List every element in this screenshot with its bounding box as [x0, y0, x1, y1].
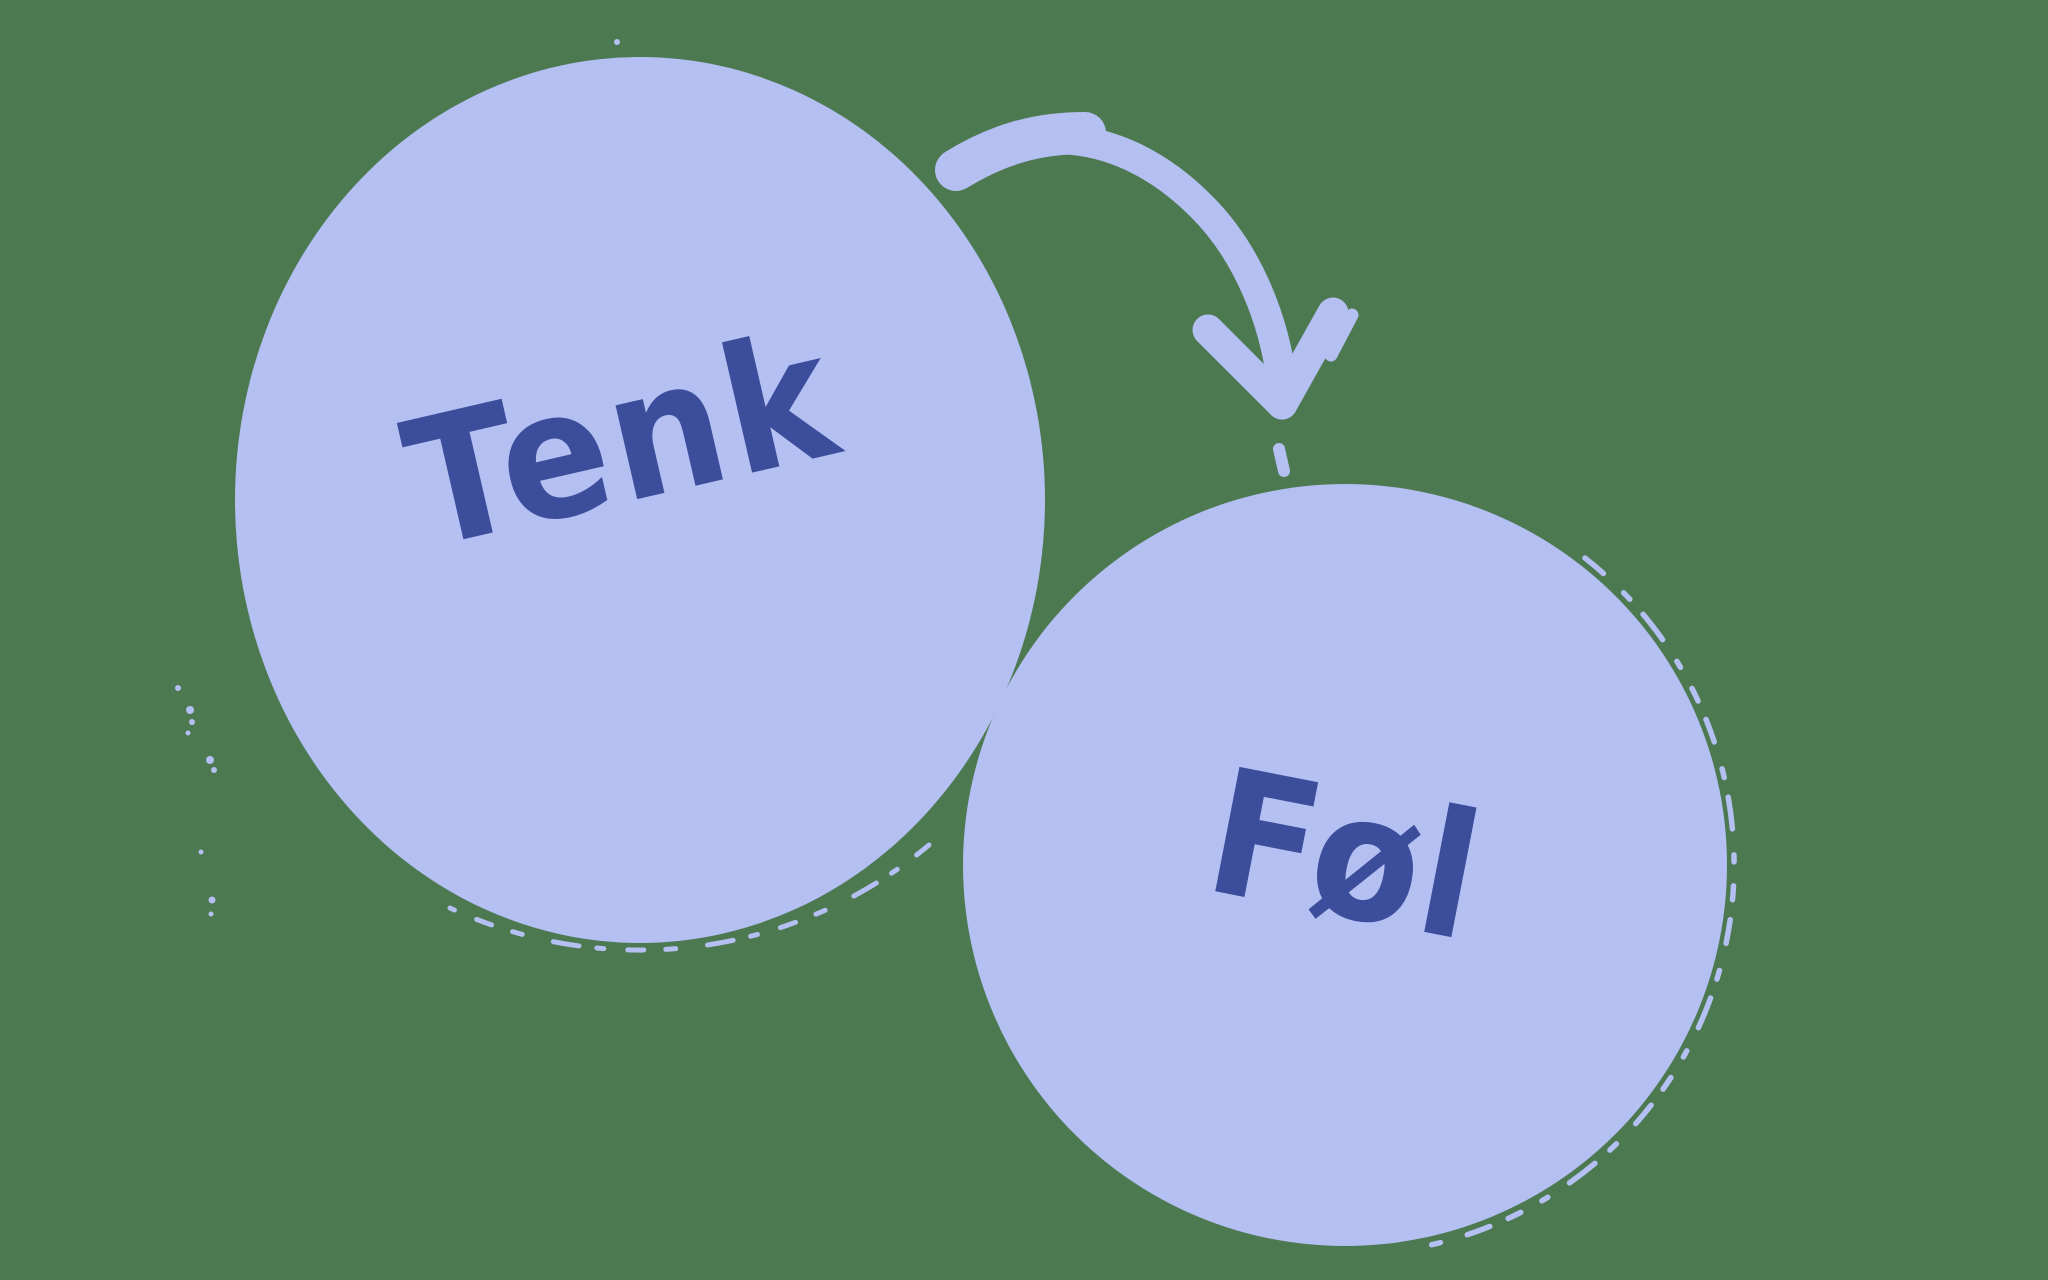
bubble-sketch-outlines	[447, 555, 1737, 1249]
curved-arrow-icon	[935, 112, 1359, 477]
bubbles	[235, 57, 1727, 1246]
paint-speck	[614, 39, 620, 45]
arrowhead-right-arm	[1266, 297, 1349, 420]
paint-speck	[186, 706, 194, 714]
paint-speck	[208, 911, 214, 917]
paint-speck	[185, 730, 191, 736]
fol-bubble	[963, 484, 1727, 1246]
arrowhead-left-arm	[1192, 314, 1298, 420]
paint-speck	[175, 685, 181, 691]
paint-speck	[206, 756, 214, 764]
paint-speck	[802, 108, 810, 116]
tenk-bubble-sketch-arc	[447, 842, 932, 953]
paint-speck	[198, 849, 204, 855]
tenk-bubble	[235, 57, 1045, 943]
arrow-tip-dash	[1273, 443, 1290, 477]
paint-splatter-specks	[175, 39, 810, 917]
paint-speck	[211, 767, 217, 773]
paint-speck	[208, 896, 216, 904]
paint-speck	[189, 719, 195, 725]
arrowhead-fork-prong	[1324, 308, 1359, 362]
arrow-shaft-thick-start	[935, 112, 1106, 191]
